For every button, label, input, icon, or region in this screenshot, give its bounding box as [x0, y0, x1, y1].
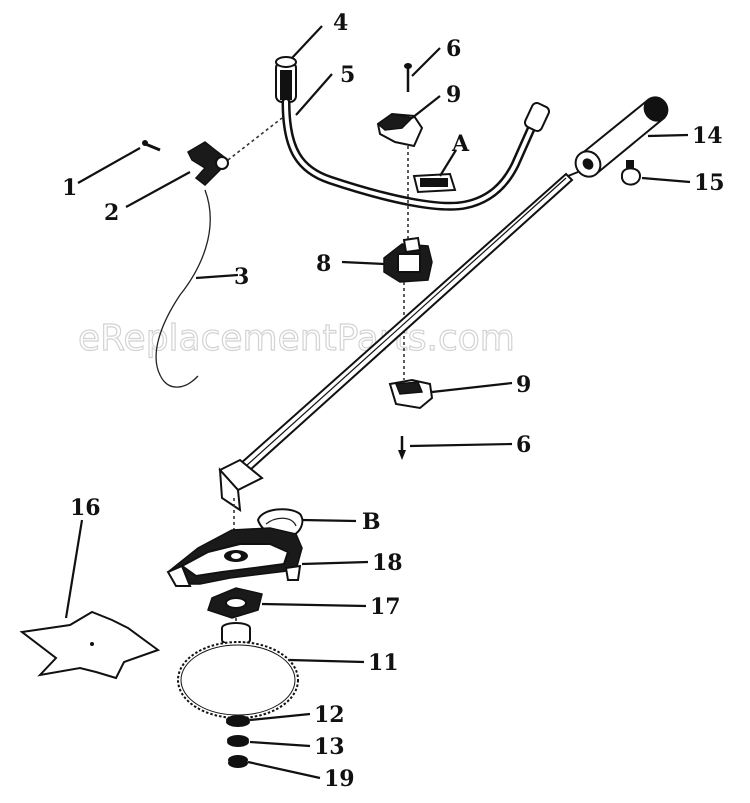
drive-shaft [218, 171, 579, 513]
callout-9-top: 9 [446, 82, 461, 108]
part-18-blade-housing [166, 527, 303, 587]
callout-5: 5 [340, 62, 355, 88]
part-17-mounting-plate [207, 587, 263, 619]
callout-9-lower: 9 [516, 372, 531, 398]
part-3-throttle-cable [155, 189, 211, 388]
callout-6-top: 6 [446, 36, 461, 62]
callout-b: B [362, 509, 381, 535]
callout-15: 15 [694, 170, 725, 196]
part-19-nut [228, 755, 248, 768]
part-16-four-tooth-blade [19, 610, 161, 680]
callout-1: 1 [62, 175, 77, 201]
callout-18: 18 [372, 550, 403, 576]
callout-11: 11 [368, 650, 399, 676]
callout-17: 17 [370, 594, 401, 620]
callout-14: 14 [692, 123, 723, 149]
blade-16-center-hole [90, 642, 94, 646]
callout-19: 19 [324, 766, 355, 792]
part-6-screw-lower [398, 436, 406, 460]
callout-2: 2 [104, 200, 119, 226]
part-6-screw-top [404, 63, 412, 92]
part-1-screw [142, 140, 161, 152]
callout-4: 4 [333, 10, 348, 36]
callout-3: 3 [234, 264, 249, 290]
part-4-handle-grip [275, 56, 297, 103]
part-13-washer [227, 735, 249, 747]
leader-lines [64, 25, 691, 780]
part-15-grip-clamp [621, 160, 642, 186]
part-2-throttle-clip [187, 117, 283, 186]
callout-8: 8 [316, 251, 331, 277]
part-12-washer [226, 715, 250, 727]
part-9-clamp-top [376, 112, 424, 148]
label-a-plate [412, 172, 457, 194]
callout-a: A [451, 131, 470, 157]
part-14-shaft-grip [574, 96, 669, 178]
handle-right-grip [523, 102, 551, 132]
callout-12: 12 [314, 702, 345, 728]
watermark-text: eReplacementParts.com [78, 318, 515, 359]
part-11-saw-blade [177, 641, 299, 719]
part-8-handle-clamp [383, 236, 433, 283]
part-9-clamp-lower [388, 378, 434, 410]
callout-6-lower: 6 [516, 432, 531, 458]
callout-13: 13 [314, 734, 345, 760]
callout-16: 16 [70, 495, 101, 521]
